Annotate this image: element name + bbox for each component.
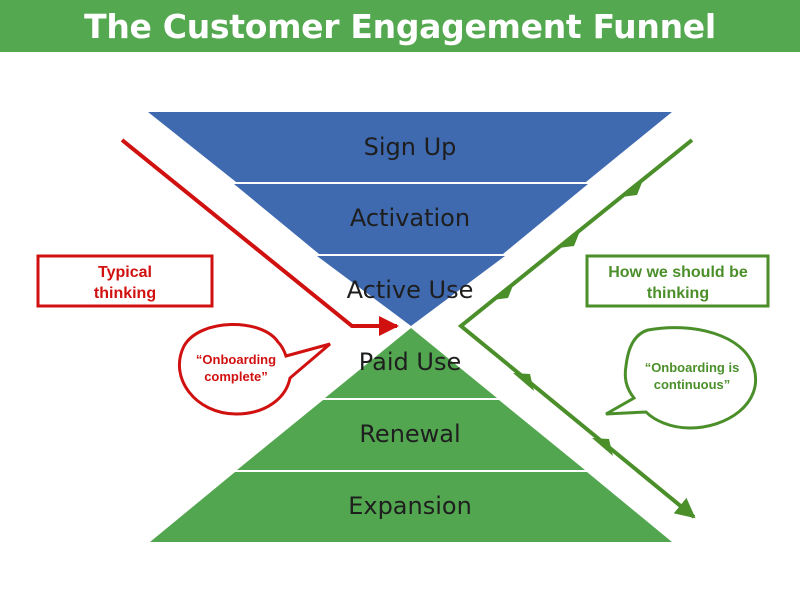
stage-label-renewal: Renewal — [359, 420, 460, 448]
stage-label-paid-use: Paid Use — [359, 348, 461, 376]
typical-thinking-label-line2: thinking — [94, 285, 156, 302]
funnel-stage-sign-up — [148, 112, 672, 182]
onboarding-continuous-bubble — [605, 326, 758, 430]
green-arrowhead-3 — [492, 283, 514, 300]
onboarding-complete-line2: complete” — [204, 369, 268, 384]
pyramid-stage-expansion — [150, 472, 672, 542]
green-arrowhead-2 — [558, 231, 580, 248]
green-arrowhead-4 — [513, 373, 534, 391]
stage-label-sign-up: Sign Up — [364, 133, 457, 161]
funnel-stage-active-use — [317, 256, 505, 326]
pyramid-stage-paid-use — [325, 328, 497, 398]
should-be-thinking-box — [585, 254, 770, 308]
green-arrowhead-1 — [621, 180, 643, 197]
green-arrowhead-5 — [592, 438, 613, 456]
typical-thinking-arrow — [120, 138, 399, 336]
onboarding-continuous-line2: continuous” — [654, 377, 731, 392]
onboarding-complete-line1: “Onboarding — [196, 352, 276, 367]
continuous-path-arrow — [457, 138, 696, 519]
should-be-thinking-label-line2: thinking — [647, 285, 709, 302]
stage-label-active-use: Active Use — [347, 276, 474, 304]
should-be-thinking-label-line1: How we should be — [608, 264, 748, 281]
pyramid-stage-renewal — [237, 400, 585, 470]
title-bar: The Customer Engagement Funnel — [0, 0, 800, 52]
typical-thinking-box — [36, 254, 214, 308]
onboarding-complete-bubble — [178, 323, 331, 416]
onboarding-continuous-line1: “Onboarding is — [645, 360, 740, 375]
stage-label-activation: Activation — [350, 204, 470, 232]
typical-thinking-label-line1: Typical — [98, 264, 152, 281]
funnel-stage-activation — [234, 184, 588, 254]
page-title: The Customer Engagement Funnel — [84, 6, 716, 46]
stage-label-expansion: Expansion — [348, 492, 472, 520]
